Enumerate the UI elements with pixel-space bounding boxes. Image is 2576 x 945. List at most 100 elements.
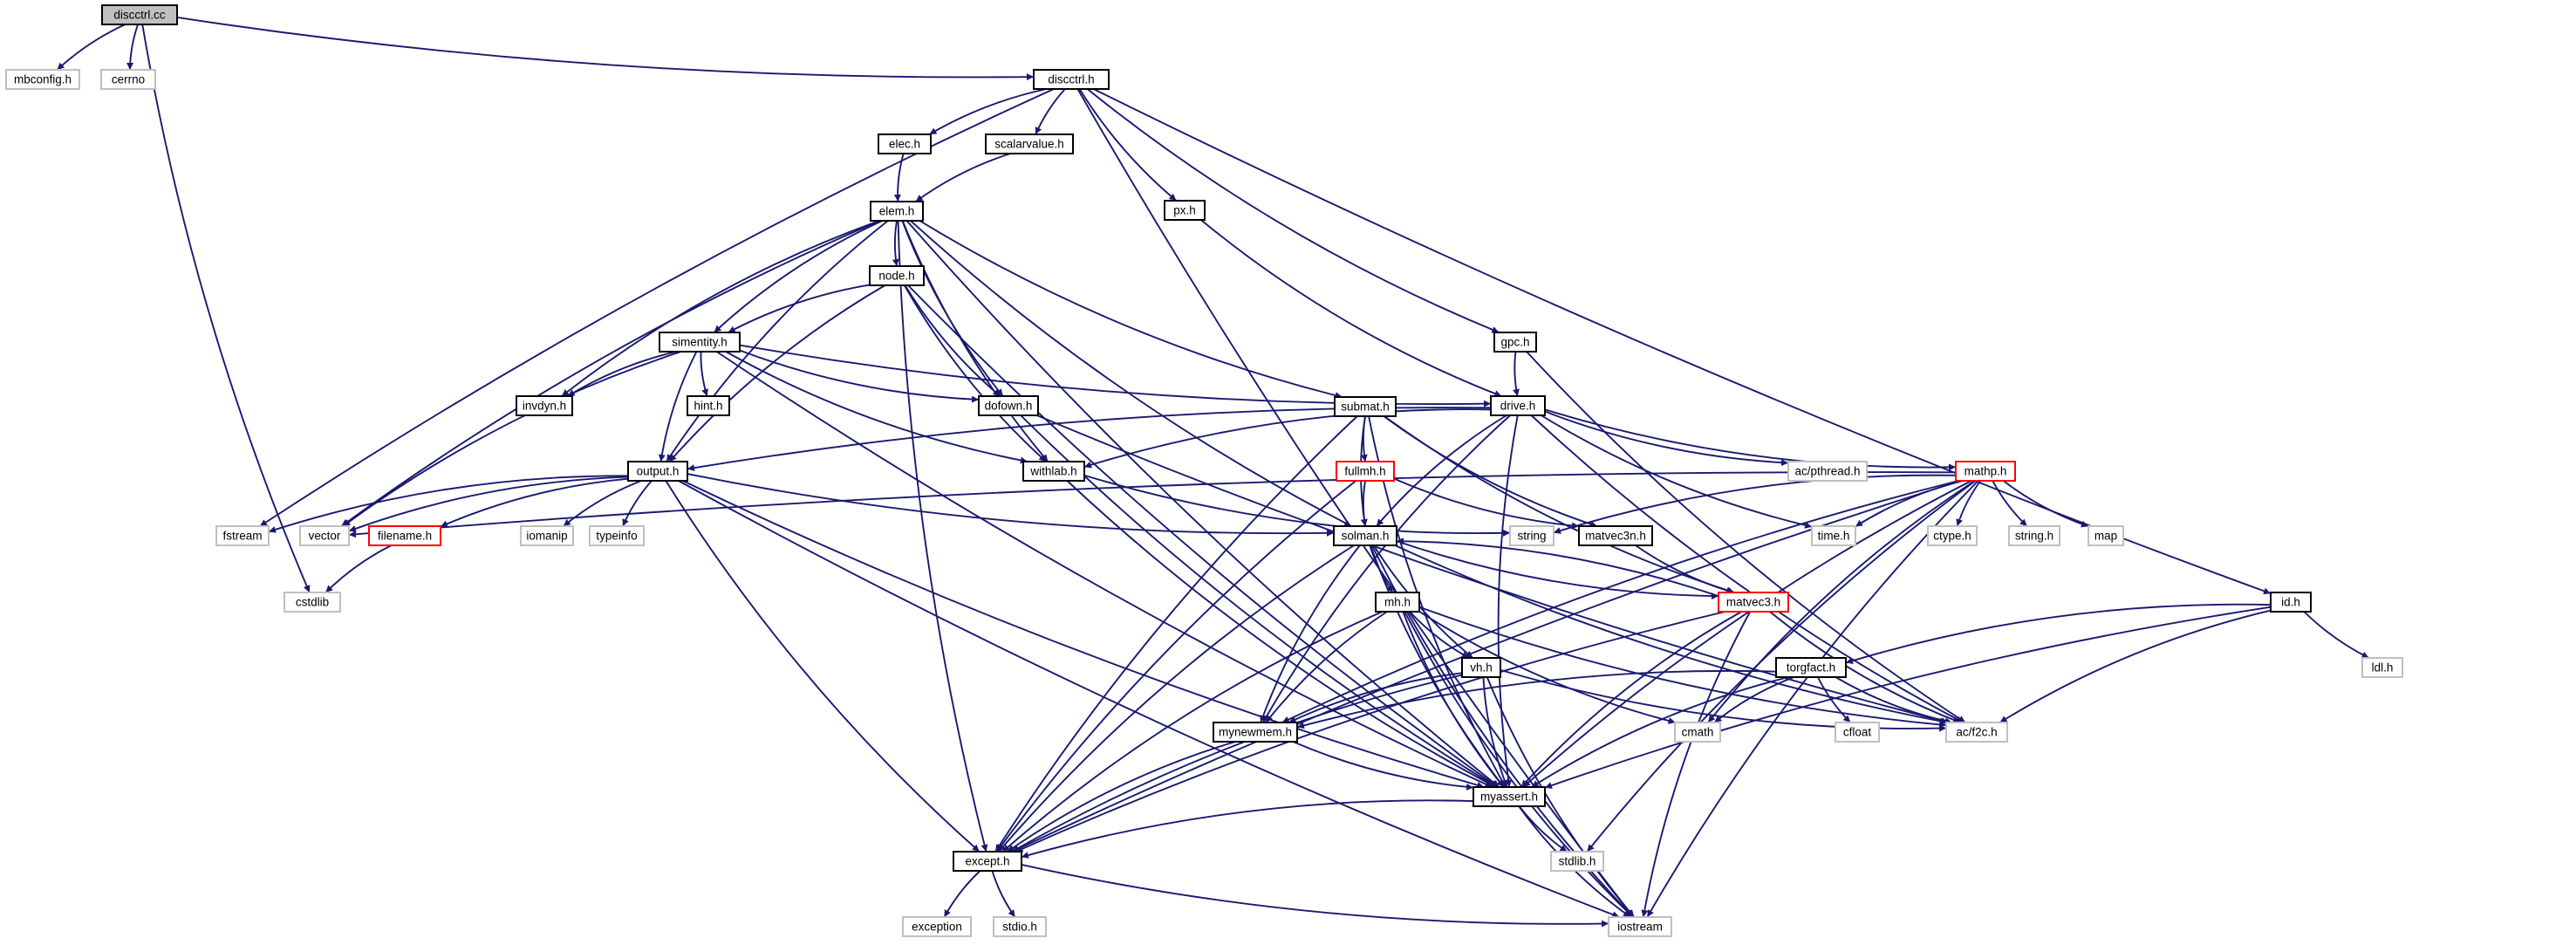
node-gpc-h[interactable]: gpc.h <box>1493 332 1537 353</box>
node-except-h[interactable]: except.h <box>953 851 1022 872</box>
node-id-h[interactable]: id.h <box>2270 592 2312 613</box>
edge-mh-h-to-mynewmem-h <box>1265 611 1388 723</box>
edge-output-h-to-iomanip <box>563 480 642 527</box>
node-string-h[interactable]: string.h <box>2008 525 2060 546</box>
node-box <box>1334 396 1397 417</box>
node-label: stdio.h <box>1002 921 1037 934</box>
node-label: mynewmem.h <box>1219 726 1292 739</box>
node-iomanip[interactable]: iomanip <box>520 525 574 546</box>
edge-mathp-h-to-ctype-h <box>1956 480 1982 527</box>
node-iostream[interactable]: iostream <box>1608 916 1672 937</box>
node-time-h[interactable]: time.h <box>1811 525 1856 546</box>
edge-discctrl-h-to-iostream <box>1076 88 1635 918</box>
node-label: ac/f2c.h <box>1956 726 1997 739</box>
node-discctrl-cc[interactable]: discctrl.cc <box>101 4 178 25</box>
node-vh-h[interactable]: vh.h <box>1461 657 1501 678</box>
node-node-h[interactable]: node.h <box>869 265 925 286</box>
edge-simentity-h-to-drive-h <box>739 344 1492 407</box>
edge-simentity-h-to-output-h <box>658 351 698 462</box>
node-elem-h[interactable]: elem.h <box>870 201 924 222</box>
node-string[interactable]: string <box>1509 525 1554 546</box>
node-myassert-h[interactable]: myassert.h <box>1472 786 1546 807</box>
edge-mynewmem-h-to-except-h <box>1007 741 1236 853</box>
node-output-h[interactable]: output.h <box>627 461 688 482</box>
node-ctype-h[interactable]: ctype.h <box>1927 525 1978 546</box>
edge-solman-h-to-mynewmem-h <box>1260 544 1361 723</box>
edge-drive-h-to-withlab-h <box>1083 408 1492 469</box>
edge-matvec3-h-to-except-h <box>1015 611 1725 853</box>
edge-id-h-to-myassert-h <box>1544 606 2272 789</box>
node-label: cerrno <box>112 73 145 86</box>
node-label: elem.h <box>879 205 915 218</box>
node-label: ldl.h <box>2372 661 2394 675</box>
node-box <box>1945 722 2008 743</box>
node-label: gpc.h <box>1500 336 1529 349</box>
edge-solman-h-to-ac-f2c-h <box>1394 544 1947 725</box>
node-typeinfo[interactable]: typeinfo <box>589 525 645 546</box>
node-box <box>5 69 80 90</box>
node-box <box>2087 525 2124 546</box>
node-stdio-h[interactable]: stdio.h <box>993 916 1047 937</box>
node-hint-h[interactable]: hint.h <box>687 395 730 416</box>
node-drive-h[interactable]: drive.h <box>1490 395 1546 416</box>
node-discctrl-h[interactable]: discctrl.h <box>1033 69 1110 90</box>
node-vector[interactable]: vector <box>299 525 350 546</box>
node-dofown-h[interactable]: dofown.h <box>978 395 1039 416</box>
node-label: cmath <box>1682 726 1714 739</box>
edge-mathp-h-to-myassert-h <box>1522 480 1972 788</box>
node-stdlib-h[interactable]: stdlib.h <box>1550 851 1604 872</box>
edge-mathp-h-to-string <box>1553 474 1957 534</box>
node-label: ac/pthread.h <box>1794 465 1860 478</box>
node-fstream[interactable]: fstream <box>215 525 270 546</box>
node-mynewmem-h[interactable]: mynewmem.h <box>1213 722 1298 743</box>
node-matvec3-h[interactable]: matvec3.h <box>1718 592 1789 613</box>
node-box <box>1033 69 1110 90</box>
node-withlab-h[interactable]: withlab.h <box>1022 461 1085 482</box>
node-scalarvalue-h[interactable]: scalarvalue.h <box>985 134 1074 154</box>
node-matvec3n-h[interactable]: matvec3n.h <box>1578 525 1653 546</box>
node-cerrno[interactable]: cerrno <box>100 69 156 90</box>
node-ac-pthread-h[interactable]: ac/pthread.h <box>1787 461 1868 482</box>
node-simentity-h[interactable]: simentity.h <box>659 332 741 353</box>
edge-torgfact-h-to-cfloat <box>1817 676 1851 723</box>
node-fullmh-h[interactable]: fullmh.h <box>1336 461 1395 482</box>
node-label: vh.h <box>1470 661 1493 675</box>
node-mh-h[interactable]: mh.h <box>1375 592 1420 613</box>
node-mathp-h[interactable]: mathp.h <box>1955 461 2016 482</box>
node-filename-h[interactable]: filename.h <box>368 525 441 546</box>
node-exception[interactable]: exception <box>902 916 972 937</box>
node-ldl-h[interactable]: ldl.h <box>2361 657 2403 678</box>
node-solman-h[interactable]: solman.h <box>1333 525 1397 546</box>
node-invdyn-h[interactable]: invdyn.h <box>516 395 573 416</box>
node-box <box>1927 525 1978 546</box>
edge-node-h-to-simentity-h <box>728 284 871 333</box>
edge-elem-h-to-simentity-h <box>713 220 883 333</box>
node-box <box>869 265 925 286</box>
node-ac-f2c-h[interactable]: ac/f2c.h <box>1945 722 2008 743</box>
node-box <box>101 4 178 25</box>
node-map[interactable]: map <box>2087 525 2124 546</box>
edge-mathp-h-to-stdlib-h <box>1586 480 1977 853</box>
edge-mathp-h-to-mynewmem-h <box>1281 480 1959 723</box>
edge-elem-h-to-invdyn-h <box>561 220 880 397</box>
edge-scalarvalue-h-to-elem-h <box>915 153 1011 202</box>
edge-myassert-h-to-except-h <box>1021 799 1474 859</box>
node-px-h[interactable]: px.h <box>1164 200 1206 221</box>
edge-discctrl-cc-to-mbconfig-h <box>56 24 126 71</box>
node-submat-h[interactable]: submat.h <box>1334 396 1397 417</box>
edge-except-h-to-iostream <box>1021 863 1609 928</box>
node-cfloat[interactable]: cfloat <box>1835 722 1880 743</box>
node-cstdlib[interactable]: cstdlib <box>284 592 341 613</box>
node-mbconfig-h[interactable]: mbconfig.h <box>5 69 80 90</box>
edge-elem-h-to-withlab-h <box>901 220 1049 462</box>
edge-vh-h-to-myassert-h <box>1482 676 1508 788</box>
edge-elem-h-to-submat-h <box>919 220 1343 399</box>
node-box <box>1164 200 1206 221</box>
node-cmath[interactable]: cmath <box>1674 722 1721 743</box>
node-box <box>878 134 932 154</box>
node-torgfact-h[interactable]: torgfact.h <box>1775 657 1847 678</box>
edge-vh-h-to-mynewmem-h <box>1288 672 1463 723</box>
node-elec-h[interactable]: elec.h <box>878 134 932 154</box>
node-box <box>985 134 1074 154</box>
